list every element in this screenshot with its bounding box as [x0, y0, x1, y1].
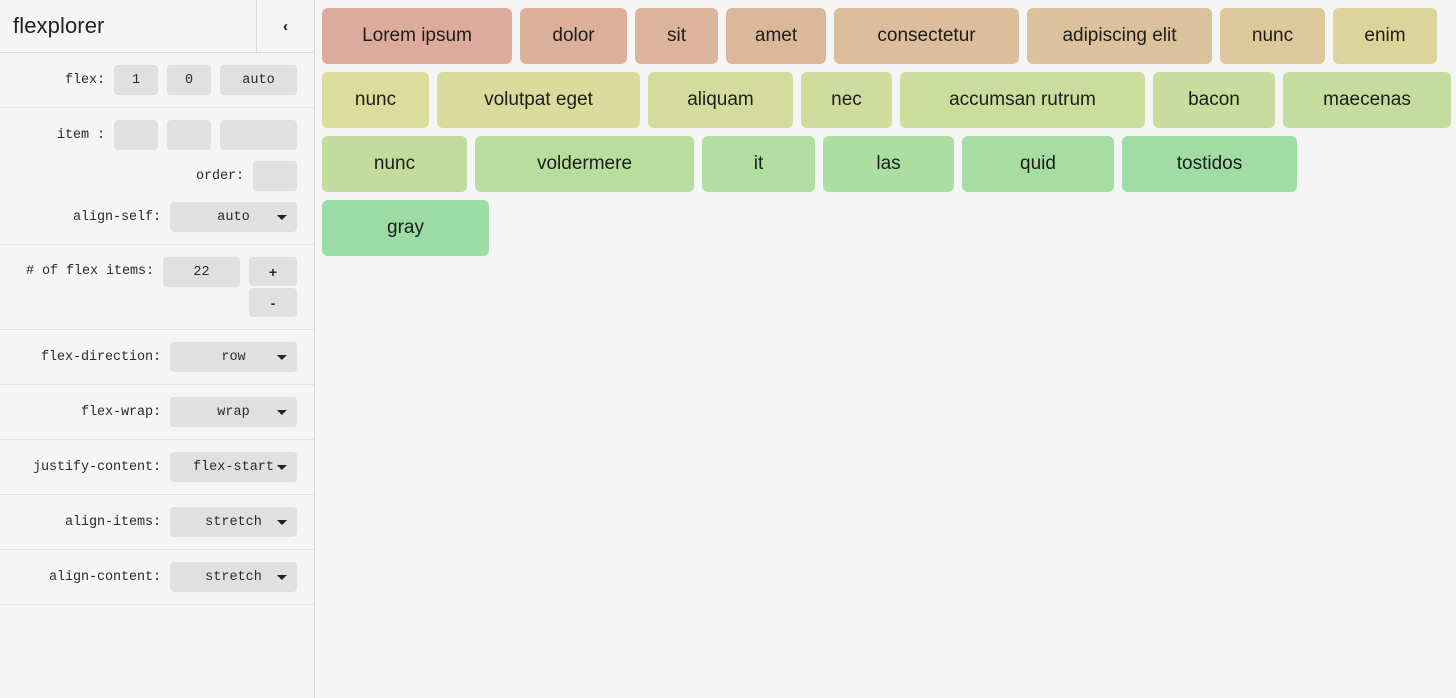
flex-item[interactable]: quid: [962, 136, 1114, 192]
justify-content-row: justify-content: flex-startflex-endcenter…: [0, 452, 297, 482]
section-item-properties: item : order: align-self: autoflex-start…: [0, 108, 314, 245]
flex-item[interactable]: maecenas: [1283, 72, 1451, 128]
increment-items-button[interactable]: +: [249, 257, 297, 286]
flex-item-label: adipiscing elit: [1062, 25, 1177, 46]
align-self-select[interactable]: autoflex-startflex-endcenterbaselinestre…: [170, 202, 297, 232]
flex-item-label: nunc: [373, 153, 416, 174]
item-flex-row: item :: [0, 120, 297, 150]
section-flex-wrap: flex-wrap: nowrapwrapwrap-reverse: [0, 385, 314, 440]
flex-item[interactable]: it: [702, 136, 815, 192]
item-count-input[interactable]: [163, 257, 240, 287]
align-items-label: align-items:: [64, 514, 161, 530]
flex-item-label: nec: [831, 89, 862, 110]
flex-item[interactable]: bacon: [1153, 72, 1275, 128]
item-shrink-input[interactable]: [167, 120, 211, 150]
flex-item-label: nunc: [1251, 25, 1294, 46]
align-items-select[interactable]: stretchflex-startflex-endcenterbaseline: [170, 507, 297, 537]
section-justify-content: justify-content: flex-startflex-endcenter…: [0, 440, 314, 495]
flex-item-label: accumsan rutrum: [949, 89, 1096, 110]
flex-item[interactable]: enim: [1333, 8, 1437, 64]
flex-item[interactable]: Lorem ipsum: [322, 8, 512, 64]
flex-item-label: consectetur: [877, 25, 976, 46]
align-self-label: align-self:: [72, 209, 161, 225]
item-basis-input[interactable]: [220, 120, 297, 150]
flex-item-label: Lorem ipsum: [362, 25, 472, 46]
flex-item[interactable]: consectetur: [834, 8, 1019, 64]
flex-item-label: quid: [1020, 153, 1056, 174]
flex-item-label: tostidos: [1176, 153, 1243, 174]
item-align-self-row: align-self: autoflex-startflex-endcenter…: [0, 202, 297, 232]
flex-item-label: amet: [754, 25, 798, 46]
flex-canvas: Lorem ipsum dolor sit amet consectetur adipis…: [315, 0, 1456, 698]
flex-item[interactable]: adipiscing elit: [1027, 8, 1212, 64]
order-label: order:: [195, 168, 244, 184]
flex-item-label: it: [753, 153, 764, 174]
order-input[interactable]: [253, 161, 297, 191]
align-items-row: align-items: stretchflex-startflex-endcen…: [0, 507, 297, 537]
flex-item-label: dolor: [552, 25, 595, 46]
flex-item-label: bacon: [1188, 89, 1240, 110]
chevron-left-icon: ‹: [283, 17, 288, 35]
justify-content-label: justify-content:: [32, 459, 161, 475]
item-count-label: # of flex items:: [25, 264, 154, 279]
item-order-row: order:: [0, 161, 297, 191]
sidebar-header: flexplorer ‹: [0, 0, 314, 53]
section-align-items: align-items: stretchflex-startflex-endcen…: [0, 495, 314, 550]
flex-item[interactable]: nec: [801, 72, 892, 128]
section-container-properties: flex-direction: rowrow-reversecolumncolum…: [0, 330, 314, 605]
flex-shrink-input[interactable]: [167, 65, 211, 95]
flex-item-label: voldermere: [536, 153, 633, 174]
flex-item-label: maecenas: [1323, 89, 1411, 110]
item-count-stepper: + -: [249, 257, 297, 317]
flex-item[interactable]: dolor: [520, 8, 627, 64]
flex-item-label: enim: [1364, 25, 1406, 46]
flex-item[interactable]: gray: [322, 200, 489, 256]
flex-direction-row: flex-direction: rowrow-reversecolumncolum…: [0, 342, 297, 372]
flex-item[interactable]: volutpat eget: [437, 72, 640, 128]
section-item-count: # of flex items: + -: [0, 245, 314, 330]
flex-item-label: nunc: [354, 89, 397, 110]
flex-item[interactable]: aliquam: [648, 72, 793, 128]
flex-label: flex:: [64, 72, 105, 88]
item-count-row: # of flex items: + -: [0, 257, 297, 317]
section-flex-direction: flex-direction: rowrow-reversecolumncolum…: [0, 330, 314, 385]
flex-wrap-select[interactable]: nowrapwrapwrap-reverse: [170, 397, 297, 427]
flex-item[interactable]: nunc: [322, 136, 467, 192]
flex-item[interactable]: amet: [726, 8, 826, 64]
flex-item-label: gray: [387, 217, 424, 238]
align-content-row: align-content: stretchflex-startflex-endc…: [0, 562, 297, 592]
flex-item[interactable]: voldermere: [475, 136, 694, 192]
flex-item[interactable]: nunc: [1220, 8, 1325, 64]
flex-item-label: sit: [667, 25, 686, 46]
flex-item[interactable]: las: [823, 136, 954, 192]
flex-container: Lorem ipsum dolor sit amet consectetur adipis…: [322, 8, 1456, 256]
flex-direction-select[interactable]: rowrow-reversecolumncolumn-reverse: [170, 342, 297, 372]
flex-wrap-label: flex-wrap:: [80, 404, 161, 420]
flex-item-label: volutpat eget: [484, 89, 593, 110]
decrement-items-button[interactable]: -: [249, 288, 297, 317]
flex-item[interactable]: sit: [635, 8, 718, 64]
flex-item-label: aliquam: [687, 89, 754, 110]
flex-item[interactable]: nunc: [322, 72, 429, 128]
item-grow-input[interactable]: [114, 120, 158, 150]
flex-item[interactable]: tostidos: [1122, 136, 1297, 192]
align-content-label: align-content:: [48, 569, 161, 585]
sidebar-collapse-button[interactable]: ‹: [256, 0, 314, 53]
flex-item-label: las: [876, 153, 901, 174]
flex-item[interactable]: accumsan rutrum: [900, 72, 1145, 128]
section-align-content: align-content: stretchflex-startflex-endc…: [0, 550, 314, 605]
justify-content-select[interactable]: flex-startflex-endcenterspace-betweenspa…: [170, 452, 297, 482]
flex-grow-input[interactable]: [114, 65, 158, 95]
sidebar: flexplorer ‹ flex: item : order:: [0, 0, 315, 698]
flex-wrap-row: flex-wrap: nowrapwrapwrap-reverse: [0, 397, 297, 427]
app-title: flexplorer: [13, 13, 105, 38]
flex-shorthand-row: flex:: [0, 65, 297, 95]
flex-basis-input[interactable]: [220, 65, 297, 95]
section-flex-shorthand: flex:: [0, 53, 314, 108]
item-label: item :: [56, 127, 105, 143]
align-content-select[interactable]: stretchflex-startflex-endcenterspace-bet…: [170, 562, 297, 592]
flex-direction-label: flex-direction:: [40, 349, 161, 365]
